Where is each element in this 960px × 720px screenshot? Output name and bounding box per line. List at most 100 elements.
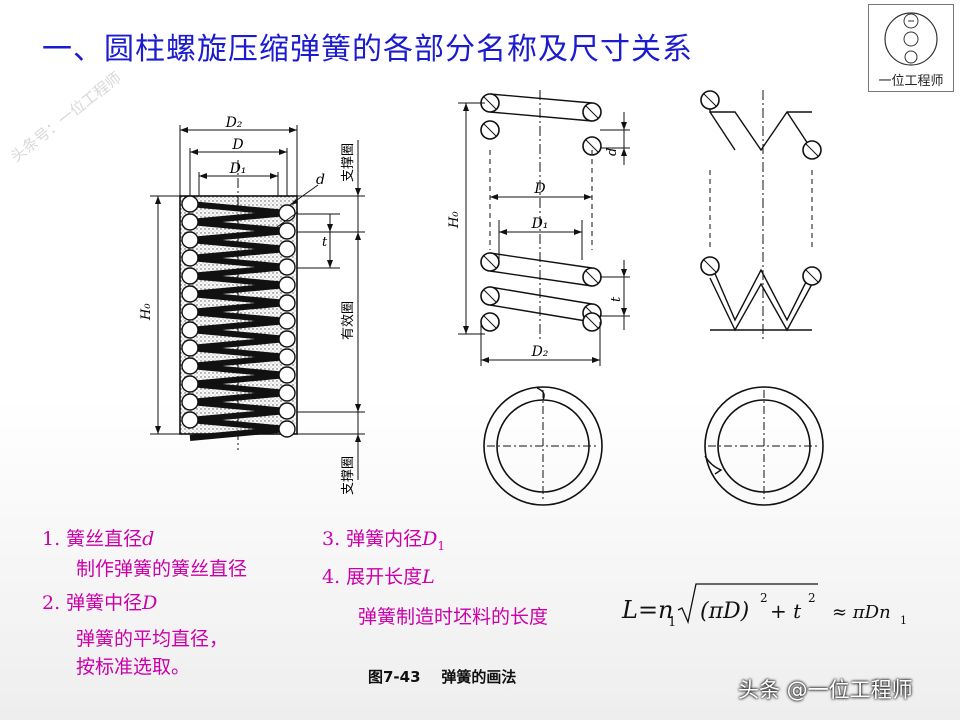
formula-plus-t: + t xyxy=(770,599,802,623)
note-1-symbol: d xyxy=(142,528,155,550)
note-2-desc-1: 弹簧的平均直径， xyxy=(76,628,229,650)
left-label-d: d xyxy=(316,172,325,188)
note-1-desc: 制作弹簧的簧丝直径 xyxy=(76,558,248,580)
coil-end xyxy=(278,330,296,348)
coil-end xyxy=(278,204,296,222)
formula-inner: (πD) xyxy=(700,599,749,624)
coil-end xyxy=(181,321,199,339)
coil-line xyxy=(489,252,593,269)
coil-end xyxy=(181,339,199,357)
coil-end xyxy=(181,285,199,303)
coil-end xyxy=(181,357,199,375)
coil-line xyxy=(489,304,593,323)
coil-line xyxy=(709,100,812,152)
coil-end xyxy=(181,213,199,231)
middle-label-D1: D₁ xyxy=(531,216,549,232)
coil-end xyxy=(278,258,296,276)
note-1-text: 1. 簧丝直径 xyxy=(42,528,143,550)
middle-top-view xyxy=(483,386,603,506)
coil-end xyxy=(278,312,296,330)
logo-icon xyxy=(884,12,938,66)
note-2-title: 2. 弹簧中径D xyxy=(42,588,157,615)
coil-line xyxy=(489,286,593,305)
coil-hatch xyxy=(585,270,599,284)
brand-watermark: 头条 @一位工程师 xyxy=(738,678,913,702)
right-spring-view xyxy=(700,90,822,340)
coil-line xyxy=(709,261,813,322)
coil-end xyxy=(181,231,199,249)
coil-line xyxy=(709,277,813,332)
coil-end xyxy=(278,294,296,312)
note-2-symbol: D xyxy=(142,592,158,614)
formula-lhs: L=n xyxy=(621,596,674,624)
note-4-title: 4. 展开长度L xyxy=(322,562,435,589)
formula-approx: ≈ πDn xyxy=(832,602,891,623)
middle-spring-view xyxy=(458,90,630,366)
coil-end xyxy=(278,420,296,438)
left-label-H0: H₀ xyxy=(139,303,154,321)
formula-exp-2: 2 xyxy=(808,591,816,605)
coil-hatch xyxy=(805,143,819,157)
middle-label-D2: D₂ xyxy=(531,344,549,360)
coil-end xyxy=(278,348,296,366)
note-3-text: 3. 弹簧内径 xyxy=(322,528,423,550)
note-1-title: 1. 簧丝直径d xyxy=(42,524,154,551)
left-spring-coils xyxy=(181,195,296,441)
coil-end xyxy=(278,240,296,258)
length-formula: L=n 1 (πD) 2 + t 2 ≈ πDn 1 xyxy=(621,583,907,630)
coil-line xyxy=(489,111,593,122)
formula-lhs-sub: 1 xyxy=(668,615,676,630)
coil-end xyxy=(278,384,296,402)
figure-caption: 图7-43 弹簧的画法 xyxy=(368,668,517,686)
left-spring-view xyxy=(150,125,365,480)
coil-line xyxy=(489,93,593,104)
coil-end xyxy=(181,267,199,285)
coil-end xyxy=(181,375,199,393)
logo-caption: 一位工程师 xyxy=(878,74,944,89)
middle-spring-coils xyxy=(480,93,602,332)
coil-line xyxy=(489,270,593,287)
left-label-support-bottom: 支撑圈 xyxy=(341,456,356,495)
coil-end xyxy=(278,276,296,294)
middle-label-t: t xyxy=(609,296,624,302)
formula-exp-1: 2 xyxy=(760,591,768,605)
coil-hatch xyxy=(703,93,717,107)
middle-label-d: d xyxy=(605,148,620,156)
left-label-D2: D₂ xyxy=(225,115,243,131)
sqrt-sign xyxy=(677,583,818,625)
right-top-view xyxy=(704,386,824,506)
middle-label-H0: H₀ xyxy=(447,211,462,229)
left-label-D1: D₁ xyxy=(229,161,247,177)
note-4-symbol: L xyxy=(422,566,435,588)
right-spring-coils xyxy=(700,90,822,332)
coil-end xyxy=(278,366,296,384)
note-2-text: 2. 弹簧中径 xyxy=(42,592,143,614)
coil-hatch xyxy=(585,105,599,119)
left-label-effective: 有效圈 xyxy=(341,301,356,340)
left-label-t: t xyxy=(322,235,328,250)
coil-end xyxy=(181,411,199,429)
note-3-symbol: D xyxy=(422,528,438,550)
note-4-text: 4. 展开长度 xyxy=(322,566,423,588)
coil-end xyxy=(278,402,296,420)
coil-hatch xyxy=(483,96,497,110)
note-3-title: 3. 弹簧内径D1 xyxy=(322,524,445,553)
middle-label-D: D xyxy=(533,181,545,197)
coil-hatch xyxy=(585,139,599,153)
note-3-sub: 1 xyxy=(437,538,446,553)
logo: 一位工程师 xyxy=(868,4,954,92)
coil-hatch xyxy=(483,289,497,303)
coil-hatch xyxy=(703,259,717,273)
note-2-desc-2: 按标准选取。 xyxy=(76,656,191,678)
coil-end xyxy=(181,393,199,411)
coil-hatch xyxy=(483,123,497,137)
coil-end xyxy=(181,195,199,213)
note-4-desc: 弹簧制造时坯料的长度 xyxy=(358,606,549,628)
coil-end xyxy=(278,222,296,240)
left-label-support-top: 支撑圈 xyxy=(341,143,356,182)
coil-hatch xyxy=(805,269,819,283)
formula-approx-sub: 1 xyxy=(900,614,907,627)
page-title: 一、圆柱螺旋压缩弹簧的各部分名称及尺寸关系 xyxy=(42,32,693,67)
left-label-D: D xyxy=(231,137,243,153)
